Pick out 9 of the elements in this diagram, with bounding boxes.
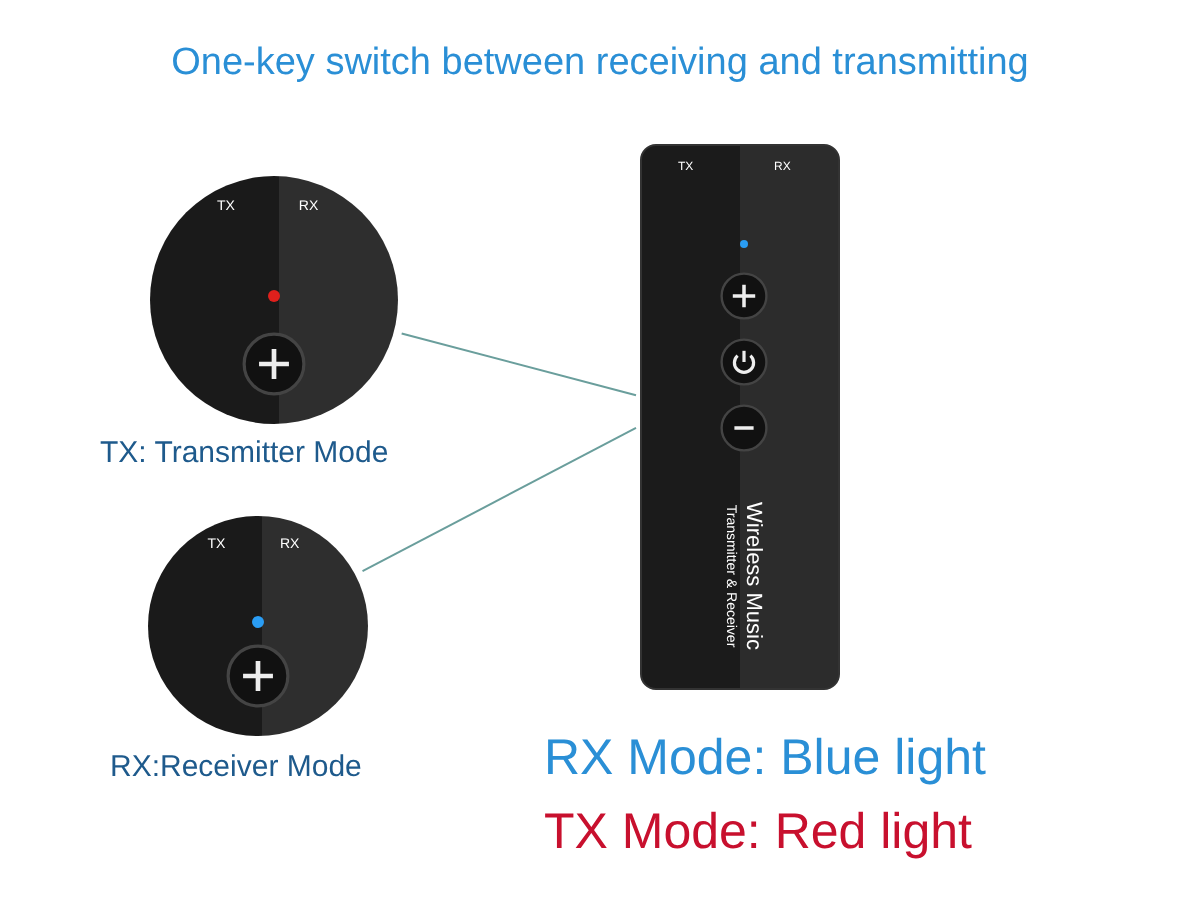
title: One-key switch between receiving and transmitting — [169, 40, 1031, 88]
device-print: Wireless Music — [738, 502, 765, 650]
mode-caption: RX:Receiver Mode — [110, 748, 362, 788]
mode-caption: TX: Transmitter Mode — [100, 434, 389, 474]
light-legend-text: RX Mode: Blue light — [544, 728, 986, 790]
light-legend-text: TX Mode: Red light — [544, 802, 972, 864]
connector-line — [400, 332, 637, 397]
connector-line — [361, 426, 637, 573]
receiver-device — [640, 144, 840, 690]
